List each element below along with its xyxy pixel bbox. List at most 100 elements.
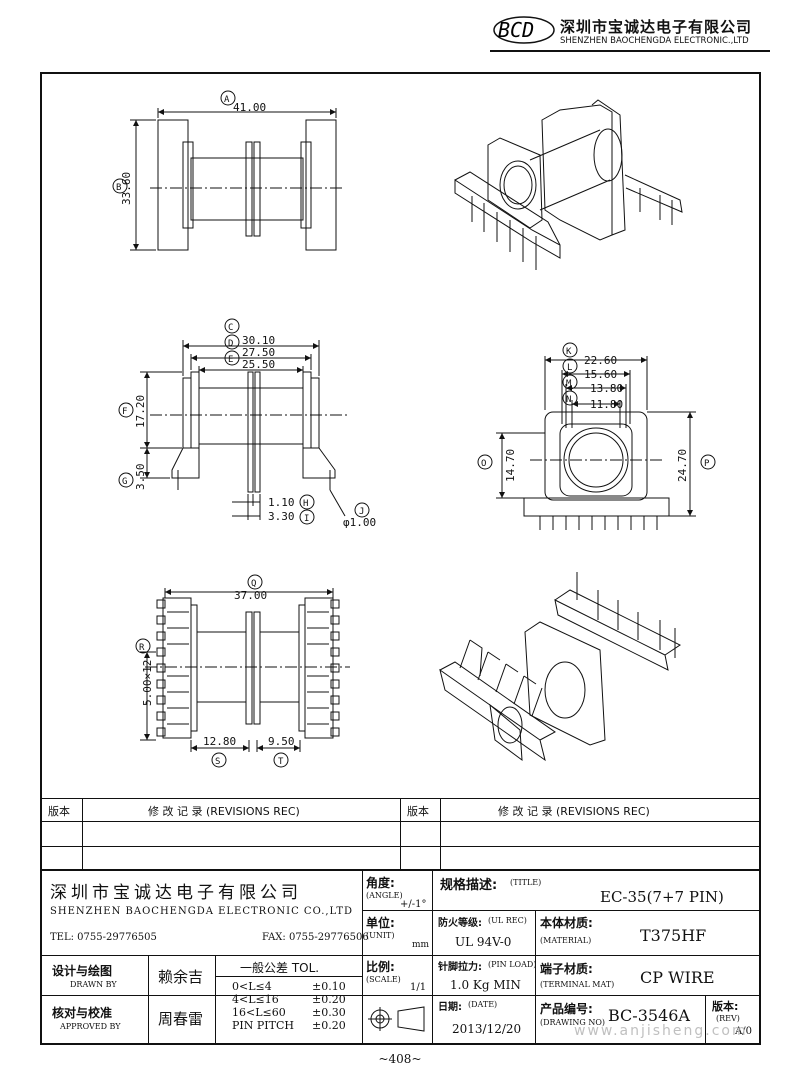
rev-col-label-1: 版本 [48, 805, 70, 818]
tb-terminal-sub: (TERMINAL MAT) [540, 980, 615, 989]
svg-text:5.00×12: 5.00×12 [141, 660, 154, 706]
tb-pinload-label: 针脚拉力: [438, 962, 482, 973]
dim-b: B33.60 [112, 172, 133, 205]
svg-text:A: A [224, 95, 230, 105]
tb-pinload-sub: (PIN LOAD) [488, 960, 537, 969]
svg-text:27.50: 27.50 [242, 346, 275, 359]
tol-val-4: ±0.20 [312, 1019, 346, 1032]
tb-rev-sub: (REV) [716, 1014, 740, 1023]
tb-h2 [40, 955, 761, 956]
tb-material-sub: (MATERIAL) [540, 936, 592, 945]
svg-text:Q: Q [251, 579, 256, 589]
svg-text:11.80: 11.80 [590, 398, 623, 411]
tb-scale-val: 1/1 [410, 982, 427, 993]
rev-col-rec-2: 修 改 记 录 (REVISIONS REC) [498, 805, 650, 818]
svg-text:30.10: 30.10 [242, 334, 275, 347]
tb-title-val: EC-35(7+7 PIN) [600, 888, 724, 906]
top-view [130, 108, 345, 251]
tb-h1 [362, 910, 761, 911]
tb-material-val: T375HF [640, 926, 707, 945]
svg-text:41.00: 41.00 [233, 101, 266, 114]
svg-text:D: D [228, 339, 233, 349]
logo-text: BCD [498, 18, 534, 42]
tb-ul-sub: (UL REC) [488, 916, 527, 925]
tol-val-1: ±0.10 [312, 980, 346, 993]
tol-range-1: 0<L≤4 [232, 980, 272, 993]
svg-text:9.50: 9.50 [268, 735, 295, 748]
isometric-view-top [454, 99, 683, 270]
tb-h3 [40, 995, 761, 996]
tb-approved-sub: APPROVED BY [60, 1022, 121, 1031]
tb-drawn-val: 赖余吉 [158, 968, 204, 986]
tb-v4 [705, 995, 706, 1045]
tb-angle-sub: (ANGLE) [366, 891, 403, 900]
svg-text:33.60: 33.60 [120, 172, 133, 205]
tb-unit-sub: (UNIT) [366, 931, 395, 940]
tb-drawn-sub: DRAWN BY [70, 980, 117, 989]
svg-text:φ1.00: φ1.00 [343, 516, 376, 529]
projection-symbol-icon [368, 1006, 425, 1032]
tb-material-label: 本体材质: [540, 916, 593, 930]
tb-rev-val: A/0 [735, 1026, 752, 1037]
tb-company-en: SHENZHEN BAOCHENGDA ELECTRONIC CO.,LTD [50, 906, 354, 917]
front-view [140, 340, 350, 520]
dim-k: K22.60 [562, 342, 617, 367]
svg-text:13.80: 13.80 [590, 382, 623, 395]
svg-text:G: G [122, 477, 127, 487]
drawing-frame [40, 72, 761, 1045]
svg-text:37.00: 37.00 [234, 589, 267, 602]
side-view [496, 356, 696, 530]
title-block [40, 870, 761, 1045]
isometric-view-bottom [439, 572, 681, 762]
tb-terminal-val: CP WIRE [640, 968, 715, 987]
svg-text:R: R [139, 643, 145, 653]
svg-text:24.70: 24.70 [676, 449, 689, 482]
tb-drawno-label: 产品编号: [540, 1002, 593, 1016]
svg-text:O: O [481, 459, 486, 469]
tb-v2 [432, 870, 433, 1045]
svg-text:L: L [567, 363, 572, 373]
svg-text:25.50: 25.50 [242, 358, 275, 371]
tb-date-sub: (DATE) [468, 1000, 498, 1009]
tb-v6 [215, 955, 216, 1045]
tb-ul-val: UL 94V-0 [455, 935, 512, 949]
tb-tol-ranges: 0<L≤4 4<L≤16 16<L≤60 PIN PITCH [232, 980, 294, 1032]
dim-t: 9.50T [268, 735, 295, 768]
tb-date-val: 2013/12/20 [452, 1022, 522, 1036]
tb-tol-title: 一般公差 TOL. [240, 961, 320, 975]
svg-text:H: H [303, 499, 308, 509]
tb-tol-values: ±0.10 ±0.20 ±0.30 ±0.20 [312, 980, 346, 1032]
tb-v5 [148, 955, 149, 1045]
svg-text:14.70: 14.70 [504, 449, 517, 482]
svg-text:12.80: 12.80 [203, 735, 236, 748]
tb-title-sub: (TITLE) [510, 878, 542, 887]
dim-a: A41.00 [220, 90, 266, 114]
tol-range-4: PIN PITCH [232, 1019, 294, 1032]
svg-text:3.30: 3.30 [268, 510, 295, 523]
tb-ul-label: 防火等级: [438, 918, 482, 929]
tb-drawn-label: 设计与绘图 [52, 964, 113, 978]
tb-date-label: 日期: [438, 1002, 462, 1013]
tb-terminal-label: 端子材质: [540, 962, 593, 976]
tb-pinload-val: 1.0 Kg MIN [450, 978, 521, 992]
dim-q: Q37.00 [234, 574, 267, 602]
dim-d: D 27.50 [224, 334, 275, 359]
header-rule [490, 50, 770, 52]
rev-col-divider-1 [82, 798, 83, 870]
svg-text:S: S [215, 757, 220, 767]
svg-text:J: J [359, 507, 364, 517]
svg-text:M: M [566, 379, 572, 389]
tb-scale-label: 比例: [366, 960, 395, 974]
dim-m: M 13.80 [562, 374, 623, 395]
tb-fax: FAX: 0755-29776506 [262, 932, 369, 943]
tb-company-cn: 深圳市宝诚达电子有限公司 [50, 883, 302, 903]
dim-s: 12.80S [203, 735, 236, 768]
dim-l: L 15.60 [562, 358, 617, 381]
tol-range-2: 4<L≤16 [232, 993, 279, 1006]
svg-text:B: B [116, 183, 121, 193]
svg-text:15.60: 15.60 [584, 368, 617, 381]
